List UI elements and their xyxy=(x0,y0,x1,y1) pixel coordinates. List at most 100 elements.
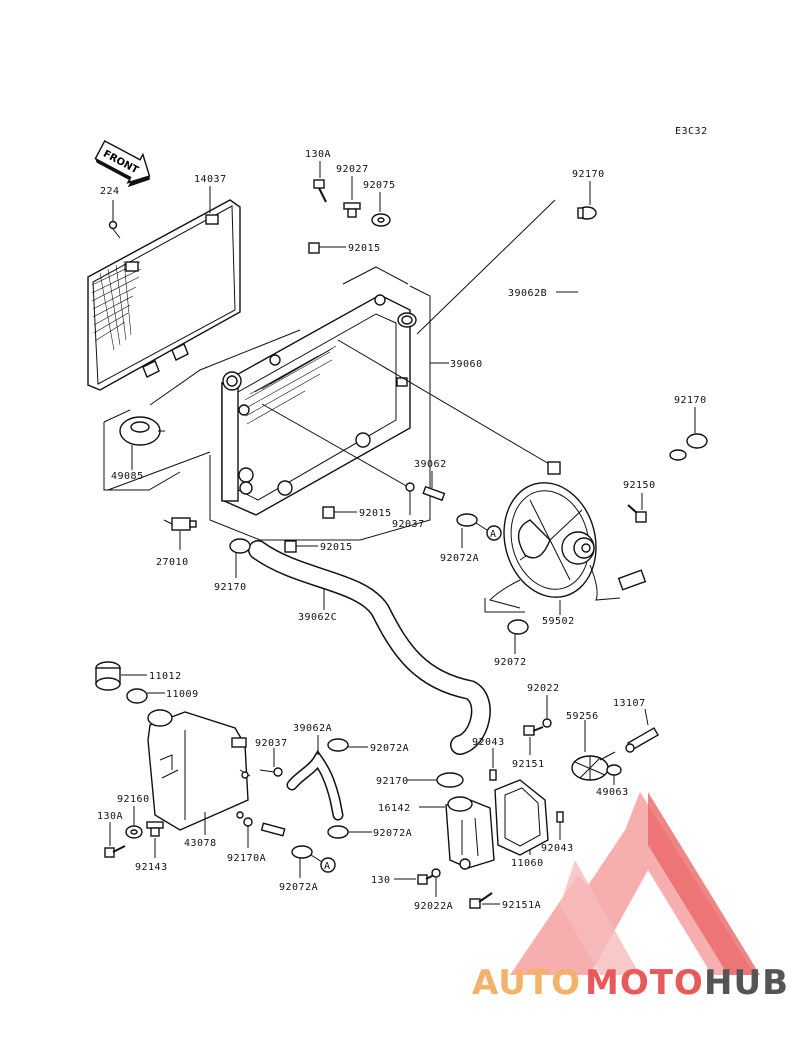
brand-hub: HUB xyxy=(704,963,789,1003)
seal-49063 xyxy=(606,764,622,776)
radiator-core xyxy=(221,294,417,516)
label-39062A: 39062A xyxy=(293,723,332,734)
clip-92037-b xyxy=(259,767,283,777)
hose-39062C xyxy=(248,540,491,755)
label-92022A: 92022A xyxy=(414,901,453,912)
label-11012: 11012 xyxy=(149,671,182,682)
pin-92043-b xyxy=(556,811,564,823)
clamp-92072 xyxy=(507,619,529,635)
impeller-59256 xyxy=(571,751,616,781)
bolt-92151 xyxy=(523,725,544,736)
label-92015-a: 92015 xyxy=(348,243,381,254)
label-92170-d: 92170 xyxy=(376,776,409,787)
collar-92143 xyxy=(146,821,164,837)
label-92015-b: 92015 xyxy=(359,508,392,519)
label-11009: 11009 xyxy=(166,689,199,700)
automotohub-watermark xyxy=(510,792,760,975)
label-39060: 39060 xyxy=(450,359,483,370)
label-39062: 39062 xyxy=(414,459,447,470)
label-92072A-d: 92072A xyxy=(279,882,318,893)
switch-27010 xyxy=(163,517,197,531)
label-92170-a: 92170 xyxy=(572,169,605,180)
clamp-92072A-b xyxy=(327,738,349,752)
ref-a-2: A xyxy=(324,861,331,872)
seal-11009 xyxy=(126,688,148,704)
label-49085: 49085 xyxy=(111,471,144,482)
label-92022: 92022 xyxy=(527,683,560,694)
label-92151: 92151 xyxy=(512,759,545,770)
ref-circle-a-2 xyxy=(320,857,336,873)
label-92170-b: 92170 xyxy=(674,395,707,406)
label-27010: 27010 xyxy=(156,557,189,568)
label-224: 224 xyxy=(100,186,120,197)
radiator-cap-49085 xyxy=(119,416,165,446)
radiator-screen xyxy=(87,199,241,391)
hose-39062B xyxy=(562,202,698,452)
label-14037: 14037 xyxy=(194,174,227,185)
label-92072: 92072 xyxy=(494,657,527,668)
label-130A-bottom: 130A xyxy=(97,811,123,822)
clamp-92072A-d xyxy=(291,845,313,859)
brand-moto: MOTO xyxy=(585,963,704,1003)
label-92150: 92150 xyxy=(623,480,656,491)
label-92037-b: 92037 xyxy=(255,738,288,749)
label-92072A-c: 92072A xyxy=(373,828,412,839)
reservoir-cap-11012 xyxy=(95,661,121,691)
clamp-92170-right xyxy=(669,433,708,461)
pin-92043-a xyxy=(489,769,497,781)
clip-92015-top xyxy=(308,242,320,254)
clip-92015-low xyxy=(284,540,297,553)
collar-92027 xyxy=(343,202,361,218)
brand-auto: AUTO xyxy=(472,963,581,1003)
label-92037-a: 92037 xyxy=(392,519,425,530)
clamp-92072A-c xyxy=(327,825,349,839)
label-92143: 92143 xyxy=(135,862,168,873)
label-13107: 13107 xyxy=(613,698,646,709)
washer-92022 xyxy=(542,718,552,728)
clip-92037-a xyxy=(405,482,415,492)
hose-39062A xyxy=(286,749,344,821)
bolt-130A-top xyxy=(313,179,327,203)
label-59502: 59502 xyxy=(542,616,575,627)
label-92075: 92075 xyxy=(363,180,396,191)
diagram-code: E3C32 xyxy=(675,126,708,137)
reservoir-tank-43078 xyxy=(147,709,251,831)
bolt-130A-bottom xyxy=(104,845,126,858)
clamp-92170-c xyxy=(229,538,251,554)
clip-92170A xyxy=(243,817,253,827)
assembly-guide-lines xyxy=(103,266,431,541)
label-39062C: 39062C xyxy=(298,612,337,623)
grommet-92160 xyxy=(125,825,143,839)
ref-circle-a-1 xyxy=(486,525,502,541)
label-130A-top: 130A xyxy=(305,149,331,160)
label-92151A: 92151A xyxy=(502,900,541,911)
automotohub-wordmark: AUTO MOTO HUB xyxy=(472,963,789,1003)
gasket-11060 xyxy=(494,779,549,856)
clamp-92170-top xyxy=(577,206,597,220)
label-92043-b: 92043 xyxy=(541,843,574,854)
label-16142: 16142 xyxy=(378,803,411,814)
label-92160: 92160 xyxy=(117,794,150,805)
label-92015-c: 92015 xyxy=(320,542,353,553)
label-92072A-b: 92072A xyxy=(370,743,409,754)
clamp-92072A-a xyxy=(456,513,478,527)
label-92170A: 92170A xyxy=(227,853,266,864)
label-49063: 49063 xyxy=(596,787,629,798)
bolt-92150 xyxy=(627,504,647,523)
label-92027: 92027 xyxy=(336,164,369,175)
ref-a-1: A xyxy=(490,529,497,540)
pipe-39062 xyxy=(422,485,446,502)
clamp-92170-d xyxy=(436,772,464,788)
label-43078: 43078 xyxy=(184,838,217,849)
label-59256: 59256 xyxy=(566,711,599,722)
label-11060: 11060 xyxy=(511,858,544,869)
bolt-92151A xyxy=(469,892,493,909)
label-92043-a: 92043 xyxy=(472,737,505,748)
pipe-small xyxy=(260,822,286,837)
label-92072A-a: 92072A xyxy=(440,553,479,564)
screw-224 xyxy=(108,200,121,239)
grommet-92075 xyxy=(371,213,391,227)
clip-92015-mid xyxy=(322,506,335,519)
pump-cover-16142 xyxy=(445,796,495,870)
